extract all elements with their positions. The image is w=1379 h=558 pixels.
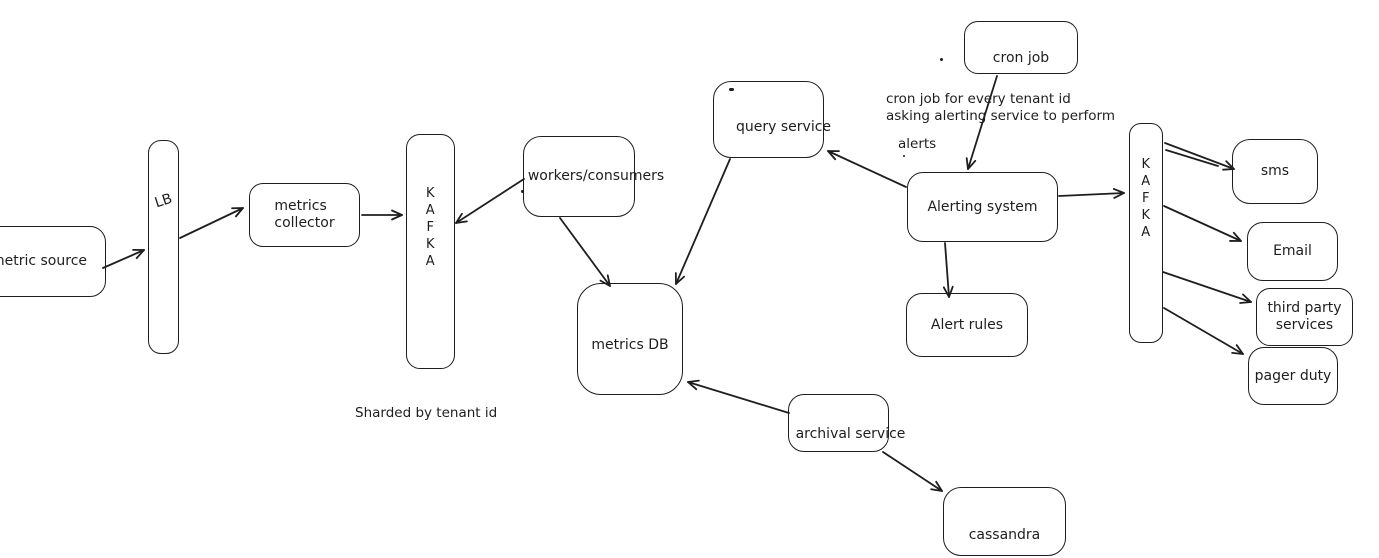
arrow-alerting-to-kafka-right [1058, 188, 1125, 199]
arrow-archival-to-cassandra [882, 451, 943, 492]
arrow-alerting-to-query-service [827, 150, 907, 188]
node-label: K A F K A [425, 186, 436, 269]
node-alert-rules: Alert rules [906, 293, 1028, 357]
node-label: cassandra [968, 527, 1041, 543]
node-cassandra: cassandra [943, 487, 1066, 556]
arrow-workers-to-kafka [455, 178, 525, 224]
node-label: pager duty [1254, 367, 1332, 384]
node-alerting-system: Alerting system [907, 172, 1058, 242]
node-label: LB [152, 190, 175, 212]
node-archival-service: archival service [788, 394, 905, 452]
sharded-by-tenant-note: Sharded by tenant id [355, 405, 498, 421]
arrow-kafka-to-sms-second-stroke [1165, 149, 1219, 167]
node-label: metrics DB [591, 336, 669, 353]
node-metric-source: metric source [0, 226, 106, 297]
stray-mark-in-query-service [729, 88, 734, 91]
stray-mark-near-workers [521, 190, 524, 193]
stray-mark-near-cron-job [940, 58, 943, 61]
node-label: Alerting system [927, 198, 1038, 215]
node-metrics-db: metrics DB [577, 283, 683, 395]
arrow-cron-job-to-alerting [965, 75, 998, 170]
node-metrics-collector: metrics collector [249, 183, 360, 247]
node-label: metrics collector [274, 198, 335, 231]
node-label: metric source [0, 253, 88, 269]
node-label: Email [1273, 243, 1312, 259]
arrow-archival-to-metrics-db [687, 379, 790, 414]
node-email: Email [1247, 222, 1338, 281]
node-label: sms [1260, 163, 1290, 179]
arrow-kafka-to-pager-duty [1163, 307, 1244, 355]
node-query-service: query service [713, 81, 831, 158]
cron-job-annotation: cron job for every tenant id asking aler… [886, 91, 1116, 124]
arrow-workers-to-metrics-db [559, 217, 611, 287]
node-third-party-services: third party services [1256, 288, 1353, 346]
node-sms: sms [1232, 139, 1318, 204]
node-label: query service [736, 119, 832, 135]
node-kafka-left: K A F K A [406, 134, 455, 369]
arrow-kafka-to-third-party [1162, 271, 1252, 304]
arrow-kafka-to-email [1163, 205, 1242, 242]
node-kafka-right: K A F K A [1129, 123, 1163, 343]
arrow-metric-source-to-lb [102, 248, 145, 269]
arrow-kafka-to-sms [1164, 142, 1235, 171]
node-cron-job: cron job [964, 21, 1078, 74]
arrow-lb-to-metrics-collector [179, 207, 244, 239]
node-load-balancer: LB [148, 140, 179, 354]
arrow-query-service-to-metrics-db [674, 158, 731, 285]
stray-mark-under-alerts [903, 155, 905, 157]
alerts-annotation: alerts [898, 136, 937, 152]
node-label: Alert rules [930, 316, 1004, 333]
node-label: third party services [1267, 300, 1342, 333]
node-label: cron job [992, 50, 1050, 66]
arrow-alerting-to-alert-rules [942, 242, 954, 298]
node-pager-duty: pager duty [1248, 347, 1338, 405]
node-workers-consumers: workers/consumers [523, 136, 664, 217]
node-label: K A F K A [1141, 157, 1151, 240]
